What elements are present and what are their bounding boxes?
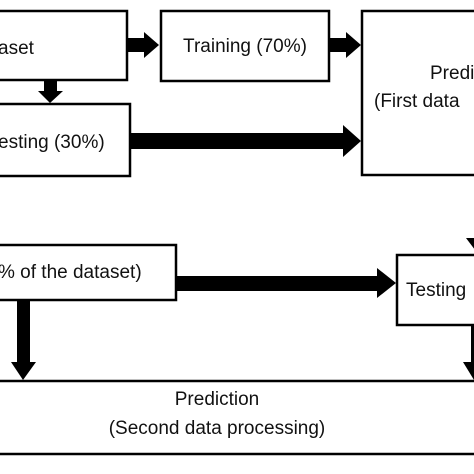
dataset-second-box [0,243,178,302]
prediction-second-box [0,379,474,456]
arrow-dataset-to-training [127,32,159,58]
arrow-testing-right-down [463,325,474,380]
testing-30-box [0,102,132,178]
dataset-label: aset [0,38,35,59]
testing-30-label: esting (30%) [0,132,105,153]
prediction-first-label-line1: Predi [430,63,474,84]
arrow-dataset-to-testing [38,80,63,103]
training-label: Training (70%) [183,36,307,57]
training-box [159,9,331,83]
testing-right-label: Testing [406,280,466,301]
arrow-testing-to-prediction [130,125,361,157]
dataset-second-label: % of the dataset) [0,262,142,283]
prediction-second-label-line1: Prediction [175,389,260,410]
prediction-first-box [360,9,474,177]
prediction-first-label-line2: (First data [374,91,460,112]
prediction-second-label-line2: (Second data processing) [109,418,326,439]
arrow-prediction-to-testing [466,238,474,249]
testing-right-box [395,253,474,327]
arrow-training-to-prediction [329,32,361,58]
arrow-dataset-second-to-testing [176,268,396,298]
arrow-dataset-second-down [11,300,36,380]
